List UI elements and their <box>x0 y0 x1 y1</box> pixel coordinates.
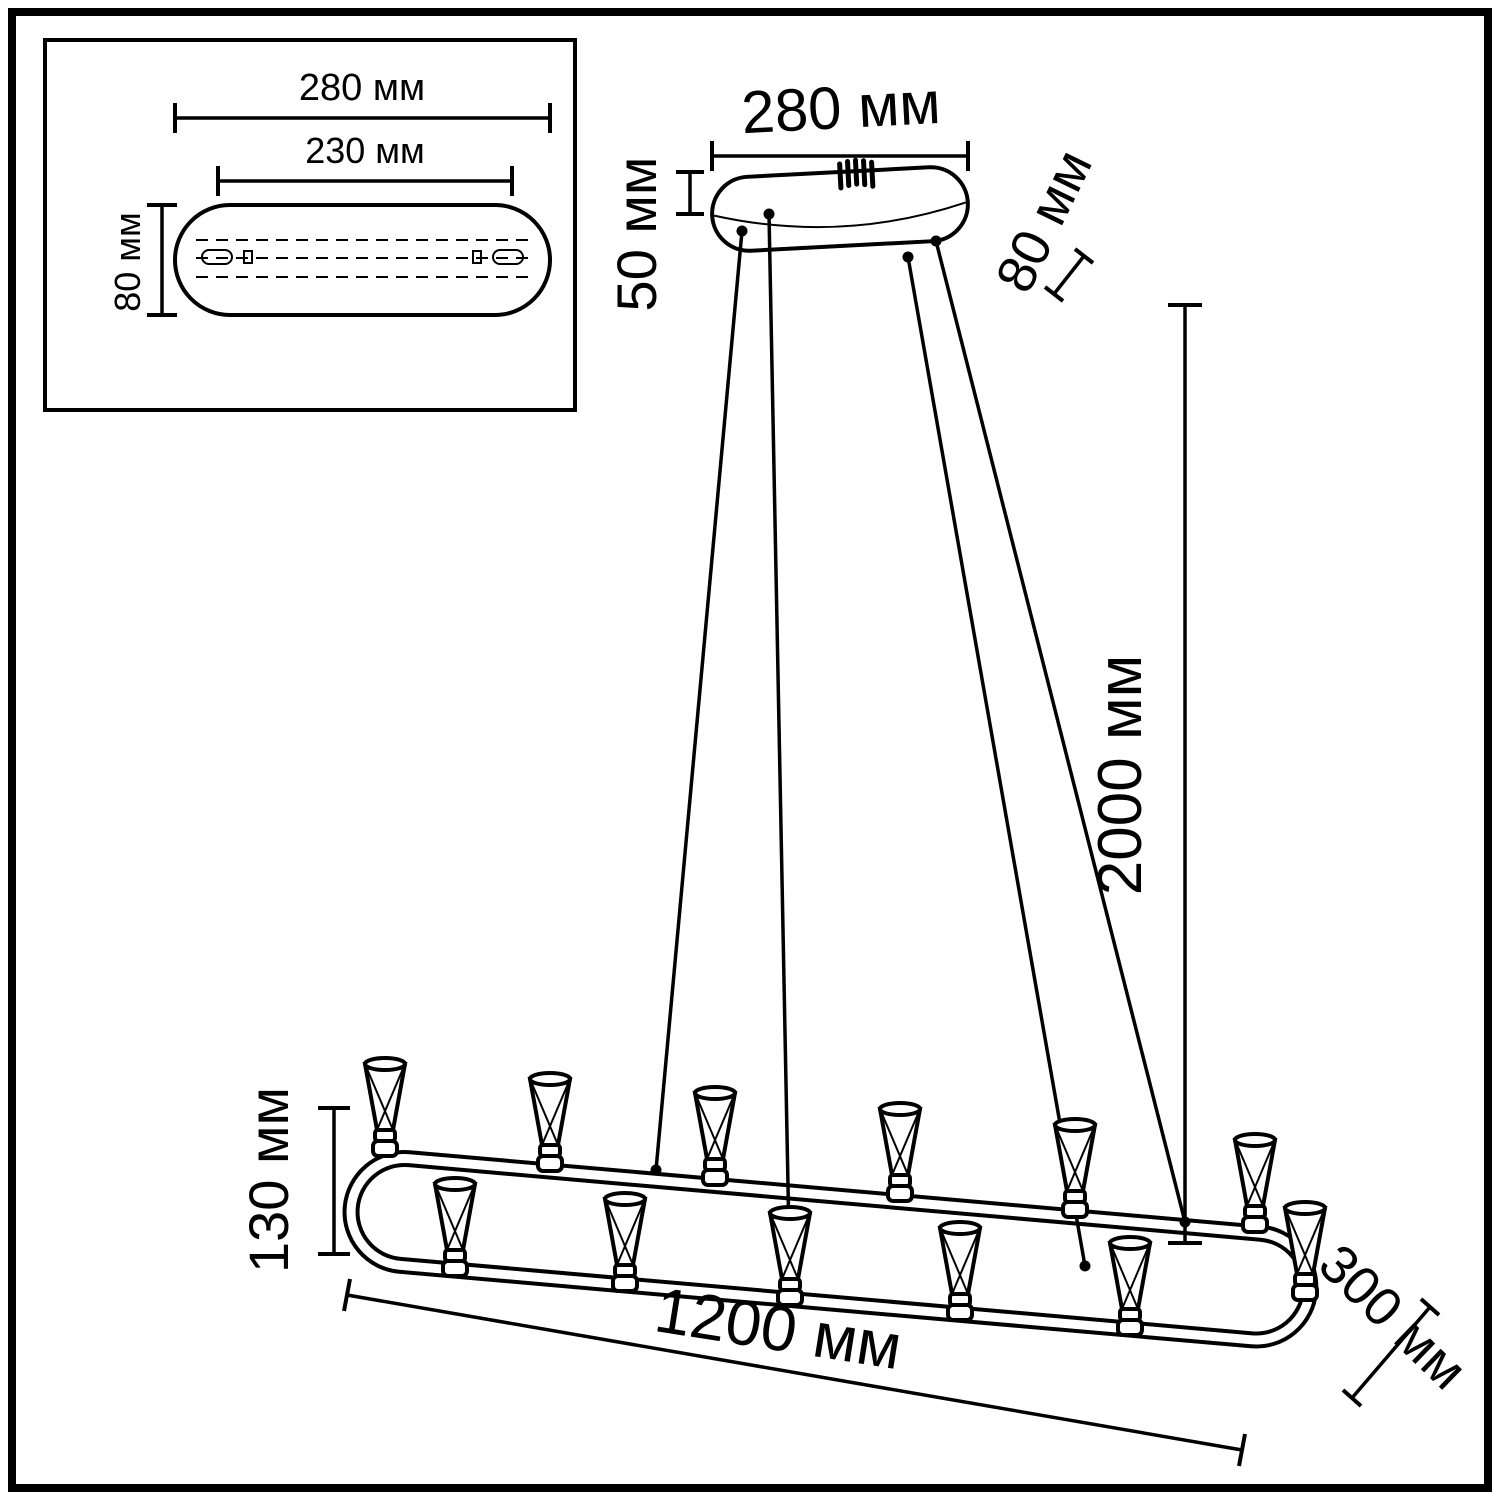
inset-mount-slot-right <box>492 249 524 265</box>
inset-depth-label: 80 мм <box>107 212 148 312</box>
candle-shades <box>363 1056 1327 1337</box>
candle-shade <box>1053 1117 1097 1219</box>
canopy-cable-connectors <box>736 208 942 263</box>
shade-height-label: 130 мм <box>237 1087 300 1273</box>
candle-shade <box>363 1056 407 1158</box>
inset-outer-width-dimline <box>173 103 552 133</box>
inset-canopy-shape <box>173 203 552 317</box>
body-length-dimline <box>342 1278 1247 1467</box>
canopy-height-dimline <box>676 170 704 216</box>
candle-shade <box>693 1085 737 1187</box>
inset-inner-width-label: 230 мм <box>305 130 425 171</box>
canopy-width-dimline <box>710 141 970 171</box>
inset-canopy-top-view: 280 мм 230 мм 80 мм <box>43 38 577 412</box>
candle-shade <box>878 1101 922 1203</box>
cable-adjuster-coil <box>837 157 876 191</box>
inset-depth-dimline <box>147 203 177 317</box>
canopy-depth-dimline <box>1043 247 1095 303</box>
ring-cable-connectors <box>650 1164 1191 1294</box>
canopy-height-label: 50 мм <box>605 157 668 312</box>
suspension-cables <box>654 213 1187 1289</box>
suspension-length-dimline <box>1168 303 1202 1245</box>
suspension-length-label: 2000 мм <box>1086 655 1155 895</box>
body-width-label: 300 мм <box>1307 1233 1478 1401</box>
candle-shade <box>1233 1132 1277 1234</box>
inset-frame <box>43 38 577 412</box>
canopy-width-label: 280 мм <box>740 69 943 146</box>
inset-outer-width-label: 280 мм <box>299 67 425 109</box>
inset-mount-slot-left <box>201 249 233 265</box>
canopy-plate <box>710 157 970 253</box>
candle-shade <box>528 1071 572 1173</box>
page-border <box>8 8 1492 1492</box>
shade-height-dimline <box>318 1106 350 1256</box>
inset-mount-hole-left <box>243 250 253 264</box>
canopy-depth-label: 80 мм <box>985 141 1104 302</box>
body-width-dimline <box>1341 1297 1441 1408</box>
inset-inner-width-dimline <box>216 166 514 196</box>
inset-mount-hole-right <box>472 250 482 264</box>
